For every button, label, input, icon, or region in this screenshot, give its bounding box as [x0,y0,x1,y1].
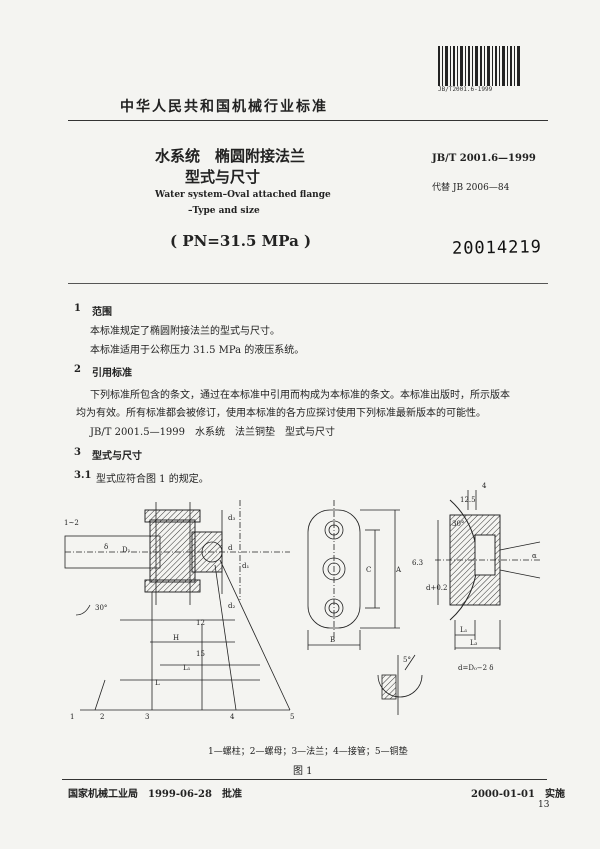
label-d2: d₂ [228,602,235,610]
section-2-number: 2 [74,364,81,375]
section-1-number: 1 [74,303,81,314]
flange-drawing: 1~2 δ D₁ d₃ d d₁ d₂ 30° 12 H 15 L₁ L 1 2… [64,482,541,721]
section-detail-labels: 12.5 4 30° 6.3 d+0.2 α L₁ L₃ d=D₀−2 δ [412,482,537,672]
oval-flange-plan-view [307,500,400,650]
section-view-left [64,500,291,711]
plan-view-labels: C A B [330,566,402,644]
section-1-para1: 本标准规定了椭圆附接法兰的型式与尺寸。 [90,326,280,337]
section-1-title: 范围 [92,307,112,318]
label-4: 4 [482,482,487,490]
section-view-labels: 1~2 δ D₁ d₃ d d₁ d₂ 30° 12 H 15 L₁ L 1 2… [64,514,294,721]
label-d: d [228,544,233,552]
nominal-pressure: ( PN=31.5 MPa ) [170,232,312,250]
effective-date: 2000-01-01 实施 [471,789,565,800]
label-C: C [366,566,371,574]
replaces-standard: 代替 JB 2006—84 [432,183,510,193]
label-angle-5: 5° [403,656,411,664]
section-2-para1: 下列标准所包含的条文，通过在本标准中引用而构成为本标准的条文。本标准出版时，所示… [90,390,510,401]
label-12: 12 [196,619,205,627]
label-12-5: 12.5 [460,496,476,504]
label-H: H [173,634,179,642]
section-rule [68,283,548,284]
label-delta: δ [104,543,108,551]
section-3-1-text: 型式应符合图 1 的规定。 [96,474,209,485]
section-3-1-number: 3.1 [74,470,92,481]
callout-5: 5 [290,713,294,721]
standard-number: JB/T 2001.6—1999 [432,153,536,164]
label-A: A [395,566,402,574]
label-D1: D₁ [122,546,131,554]
label-L1: L₁ [183,664,191,672]
approval-line: 国家机械工业局 1999-06-28 批准 [68,789,242,800]
figure-legend: 1—螺柱；2—螺母；3—法兰；4—接管；5—铜垫 [208,747,408,757]
barcode [438,46,520,86]
flange-section-detail [435,490,541,650]
section-3-number: 3 [74,447,81,458]
callout-4: 4 [230,713,235,721]
callout-1: 1 [70,713,74,721]
header-rule [68,120,548,121]
section-2-reference: JB/T 2001.5—1999 水系统 法兰铜垫 型式与尺寸 [90,427,336,438]
figure-caption: 图 1 [293,766,313,777]
label-B: B [330,636,335,644]
title-chinese-line2: 型式与尺寸 [185,168,261,186]
organization-heading: 中华人民共和国机械行业标准 [120,99,328,115]
footer-rule [62,779,547,780]
label-d1: d₁ [242,562,249,570]
barcode-text: JB/T2001.6-1999 [438,86,493,93]
handwritten-stamp: 20014219 [451,237,543,259]
page-number: 13 [538,800,550,810]
label-L: L [155,679,160,687]
label-1-2: 1~2 [64,519,79,527]
label-d3: d₃ [228,514,235,522]
section-3-title: 型式与尺寸 [92,451,142,462]
label-angle-30a: 30° [95,604,107,612]
formula-d: d=D₀−2 δ [458,664,494,672]
callout-3: 3 [145,713,149,721]
chamfer-detail: 5° [377,654,423,715]
label-L3: L₃ [470,639,478,647]
label-15: 15 [196,650,205,658]
label-alpha: α [532,552,537,560]
title-english-line2: –Type and size [188,206,260,216]
section-2-para2: 均为有效。所有标准都会被修订，使用本标准的各方应探讨使用下列标准最新版本的可能性… [76,408,486,419]
label-d-plus-0-2: d+0.2 [426,584,447,592]
label-L1-detail: L₁ [460,626,468,634]
title-chinese-line1: 水系统 椭圆附接法兰 [155,147,306,165]
section-2-title: 引用标准 [92,368,132,379]
callout-2: 2 [100,713,104,721]
label-angle-30b: 30° [452,520,464,528]
section-1-para2: 本标准适用于公称压力 31.5 MPa 的液压系统。 [90,345,305,356]
label-6-3: 6.3 [412,559,423,567]
title-english-line1: Water system–Oval attached flange [155,190,331,200]
